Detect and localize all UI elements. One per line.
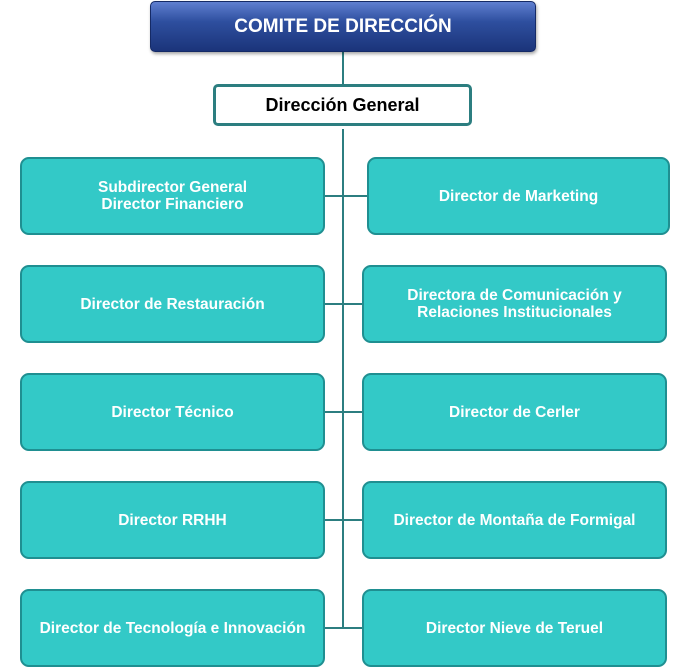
org-box-label: Director de Cerler bbox=[449, 403, 580, 421]
org-box-restauracion: Director de Restauración bbox=[20, 265, 325, 343]
committee-label: COMITE DE DIRECCIÓN bbox=[234, 15, 452, 37]
org-box-label: Director Nieve de Teruel bbox=[425, 619, 604, 637]
org-box-label: Director de Montaña de Formigal bbox=[393, 511, 636, 529]
committee-box: COMITE DE DIRECCIÓN bbox=[150, 1, 536, 52]
org-box-label: Director de Tecnología e Innovación bbox=[39, 619, 306, 637]
org-box-teruel: Director Nieve de Teruel bbox=[362, 589, 667, 667]
org-box-tecnico: Director Técnico bbox=[20, 373, 325, 451]
org-box-label: Director Técnico bbox=[111, 403, 234, 421]
org-box-formigal: Director de Montaña de Formigal bbox=[362, 481, 667, 559]
org-box-label: Directora de Comunicación y Relaciones I… bbox=[407, 287, 622, 321]
org-box-label: Director de Marketing bbox=[438, 187, 599, 205]
general-direction-label: Dirección General bbox=[265, 94, 420, 115]
org-box-marketing: Director de Marketing bbox=[367, 157, 670, 235]
org-box-cerler: Director de Cerler bbox=[362, 373, 667, 451]
org-box-comunicacion: Directora de Comunicación y Relaciones I… bbox=[362, 265, 667, 343]
org-box-label: Subdirector General Director Financiero bbox=[97, 179, 247, 213]
org-box-rrhh: Director RRHH bbox=[20, 481, 325, 559]
org-box-tecnologia: Director de Tecnología e Innovación bbox=[20, 589, 325, 667]
general-direction-box: Dirección General bbox=[213, 84, 472, 126]
org-box-label: Director RRHH bbox=[118, 511, 227, 529]
org-box-subdirector-financiero: Subdirector General Director Financiero bbox=[20, 157, 325, 235]
org-box-label: Director de Restauración bbox=[80, 295, 265, 313]
